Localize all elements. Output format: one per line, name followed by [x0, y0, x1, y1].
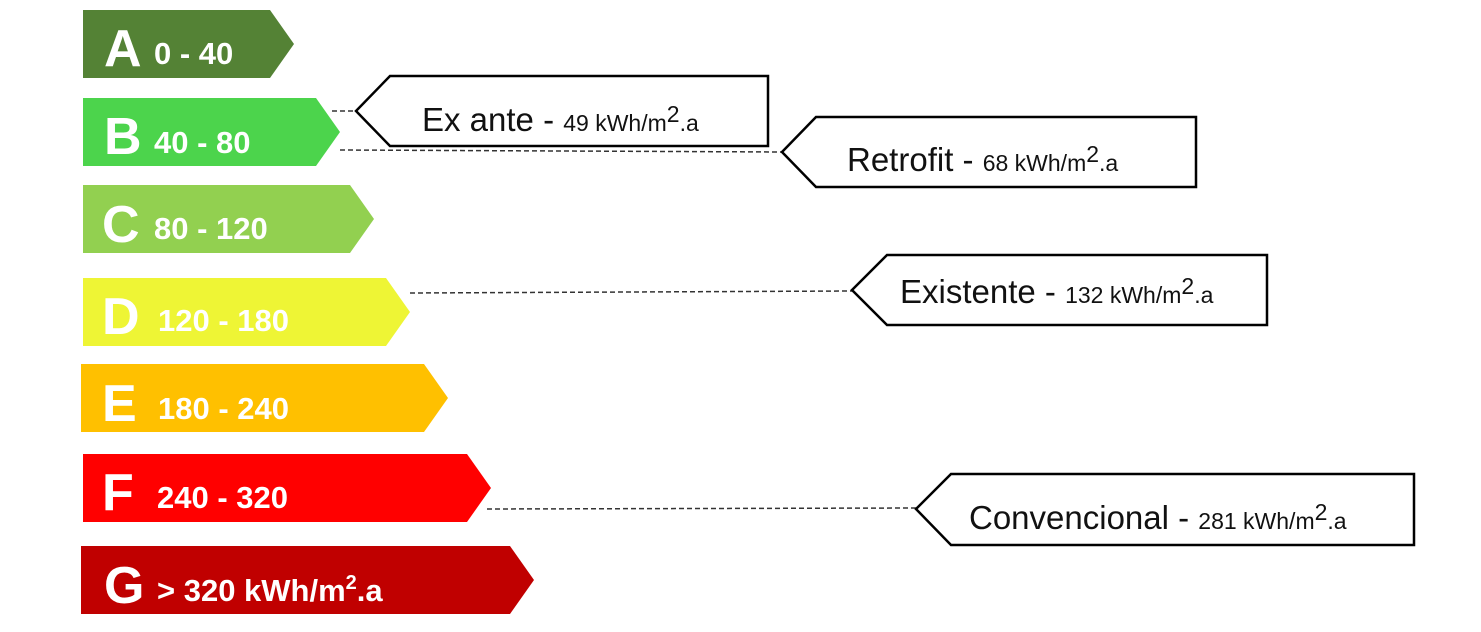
tag-existente-tail: .a — [1194, 282, 1213, 308]
tag-ex-ante-text: Ex ante - 49 kWh/m2.a — [422, 101, 699, 138]
band-c-letter: C — [102, 196, 140, 254]
band-e: E 180 - 240 — [81, 364, 448, 433]
band-d-arrow — [83, 278, 410, 346]
tag-ex-ante-shape — [354, 74, 770, 148]
tag-ex-ante-value: 49 kWh/m — [563, 110, 667, 136]
tag-retrofit-value: 68 kWh/m — [983, 150, 1087, 176]
tag-existente-value: 132 kWh/m — [1065, 282, 1181, 308]
tag-retrofit-name: Retrofit - — [847, 141, 983, 178]
tag-existente-name: Existente - — [900, 273, 1065, 310]
band-d: D 120 - 180 — [83, 278, 410, 346]
tag-convencional-value: 281 kWh/m — [1198, 508, 1314, 534]
band-g-range-base: > 320 kWh/m — [157, 573, 346, 608]
tag-existente-shape — [850, 253, 1269, 327]
tag-retrofit-sup: 2 — [1086, 141, 1099, 167]
band-f-range: 240 - 320 — [157, 480, 288, 515]
tag-existente: Existente - 132 kWh/m2.a — [850, 253, 1269, 327]
band-f-arrow — [83, 454, 491, 522]
band-c-arrow — [83, 185, 374, 253]
band-c: C 80 - 120 — [83, 185, 374, 254]
leader-lines — [332, 110, 917, 510]
tag-existente-sup: 2 — [1181, 273, 1194, 299]
band-g-letter: G — [104, 557, 144, 615]
band-e-arrow — [81, 364, 448, 432]
band-a-range: 0 - 40 — [154, 36, 233, 71]
tag-retrofit-text: Retrofit - 68 kWh/m2.a — [847, 141, 1118, 178]
tag-convencional-text: Convencional - 281 kWh/m2.a — [969, 499, 1347, 536]
band-g-range-sup: 2 — [346, 572, 357, 594]
tag-ex-ante-sup: 2 — [667, 101, 680, 127]
tag-convencional-tail: .a — [1327, 508, 1346, 534]
tag-convencional-shape — [914, 472, 1416, 547]
band-a-arrow — [83, 10, 294, 78]
band-d-letter: D — [102, 288, 140, 346]
band-g-range-tail: .a — [357, 573, 384, 608]
tag-convencional-sup: 2 — [1315, 499, 1328, 525]
tag-ex-ante: Ex ante - 49 kWh/m2.a — [354, 74, 770, 148]
tag-convencional-name: Convencional - — [969, 499, 1198, 536]
tag-retrofit-shape — [780, 115, 1198, 189]
band-g-range: > 320 kWh/m2.a — [157, 572, 383, 608]
leader-existente — [409, 290, 853, 294]
band-f-letter: F — [102, 464, 134, 522]
tag-ex-ante-tail: .a — [680, 110, 699, 136]
band-b-range: 40 - 80 — [154, 125, 251, 160]
tag-retrofit-tail: .a — [1099, 150, 1118, 176]
leader-convencional — [486, 507, 917, 510]
band-a: A 0 - 40 — [83, 10, 294, 78]
leader-retrofit — [339, 149, 783, 153]
band-e-range: 180 - 240 — [158, 391, 289, 426]
tag-existente-text: Existente - 132 kWh/m2.a — [900, 273, 1214, 310]
tag-ex-ante-name: Ex ante - — [422, 101, 563, 138]
band-g-arrow — [81, 546, 534, 614]
tag-retrofit: Retrofit - 68 kWh/m2.a — [780, 115, 1198, 189]
band-d-range: 120 - 180 — [158, 303, 289, 338]
band-c-range: 80 - 120 — [154, 211, 268, 246]
band-b-arrow — [83, 98, 340, 166]
tag-convencional: Convencional - 281 kWh/m2.a — [914, 472, 1416, 547]
band-f: F 240 - 320 — [83, 454, 491, 522]
band-e-letter: E — [102, 375, 137, 433]
band-a-letter: A — [104, 20, 142, 78]
band-g: G > 320 kWh/m2.a — [81, 546, 534, 615]
band-b: B 40 - 80 — [83, 98, 340, 166]
band-b-letter: B — [104, 108, 142, 166]
